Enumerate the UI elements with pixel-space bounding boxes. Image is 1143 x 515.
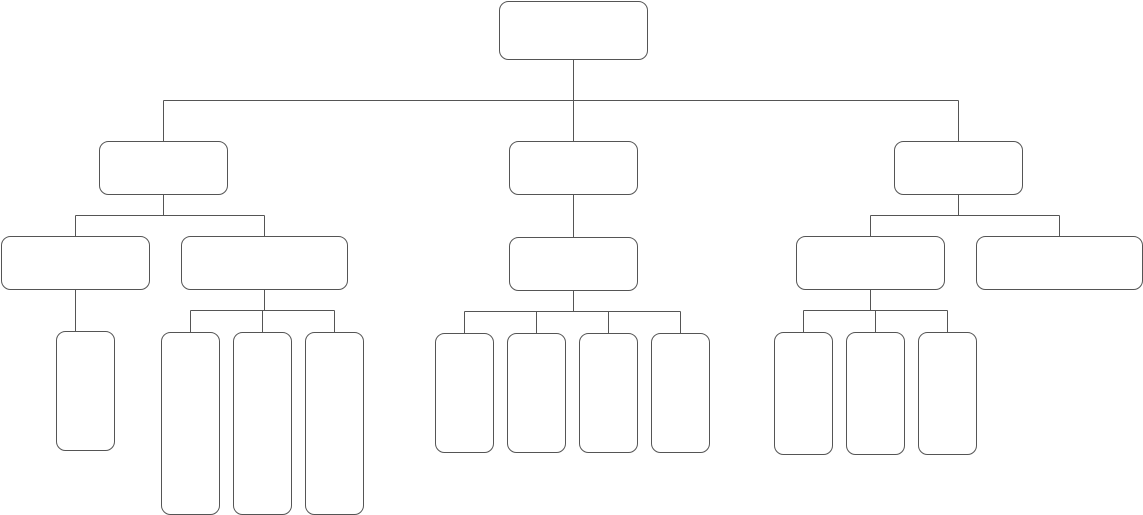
node-left-a	[1, 236, 150, 290]
node-left-b-3	[305, 332, 364, 515]
node-box	[1, 236, 150, 290]
node-box	[796, 236, 945, 290]
node-box	[507, 333, 566, 453]
node-box	[499, 1, 648, 60]
node-box	[774, 332, 833, 455]
node-box	[435, 333, 494, 453]
node-box	[918, 332, 977, 455]
node-right-a-2	[846, 332, 905, 455]
node-left-b-1	[161, 332, 220, 515]
node-box	[509, 141, 638, 195]
node-middle-a-4	[651, 333, 710, 453]
node-box	[651, 333, 710, 453]
node-box	[976, 236, 1143, 290]
node-left-a-1	[56, 331, 115, 451]
node-box	[99, 141, 228, 195]
node-branch-middle	[509, 141, 638, 195]
node-right-a-3	[918, 332, 977, 455]
node-box	[509, 237, 638, 291]
node-branch-right	[894, 141, 1023, 195]
node-box	[161, 332, 220, 515]
connector-lines	[75, 59, 1060, 334]
node-box	[846, 332, 905, 455]
node-middle-a	[509, 237, 638, 291]
node-branch-left	[99, 141, 228, 195]
node-right-a-1	[774, 332, 833, 455]
node-box	[305, 332, 364, 515]
node-middle-a-2	[507, 333, 566, 453]
node-right-b	[976, 236, 1143, 290]
node-middle-a-3	[579, 333, 638, 453]
node-box	[233, 332, 292, 515]
node-box	[181, 236, 348, 290]
node-box	[579, 333, 638, 453]
node-root	[499, 1, 648, 60]
node-box	[894, 141, 1023, 195]
node-left-b-2	[233, 332, 292, 515]
node-left-b	[181, 236, 348, 290]
node-box	[56, 331, 115, 451]
node-right-a	[796, 236, 945, 290]
node-middle-a-1	[435, 333, 494, 453]
